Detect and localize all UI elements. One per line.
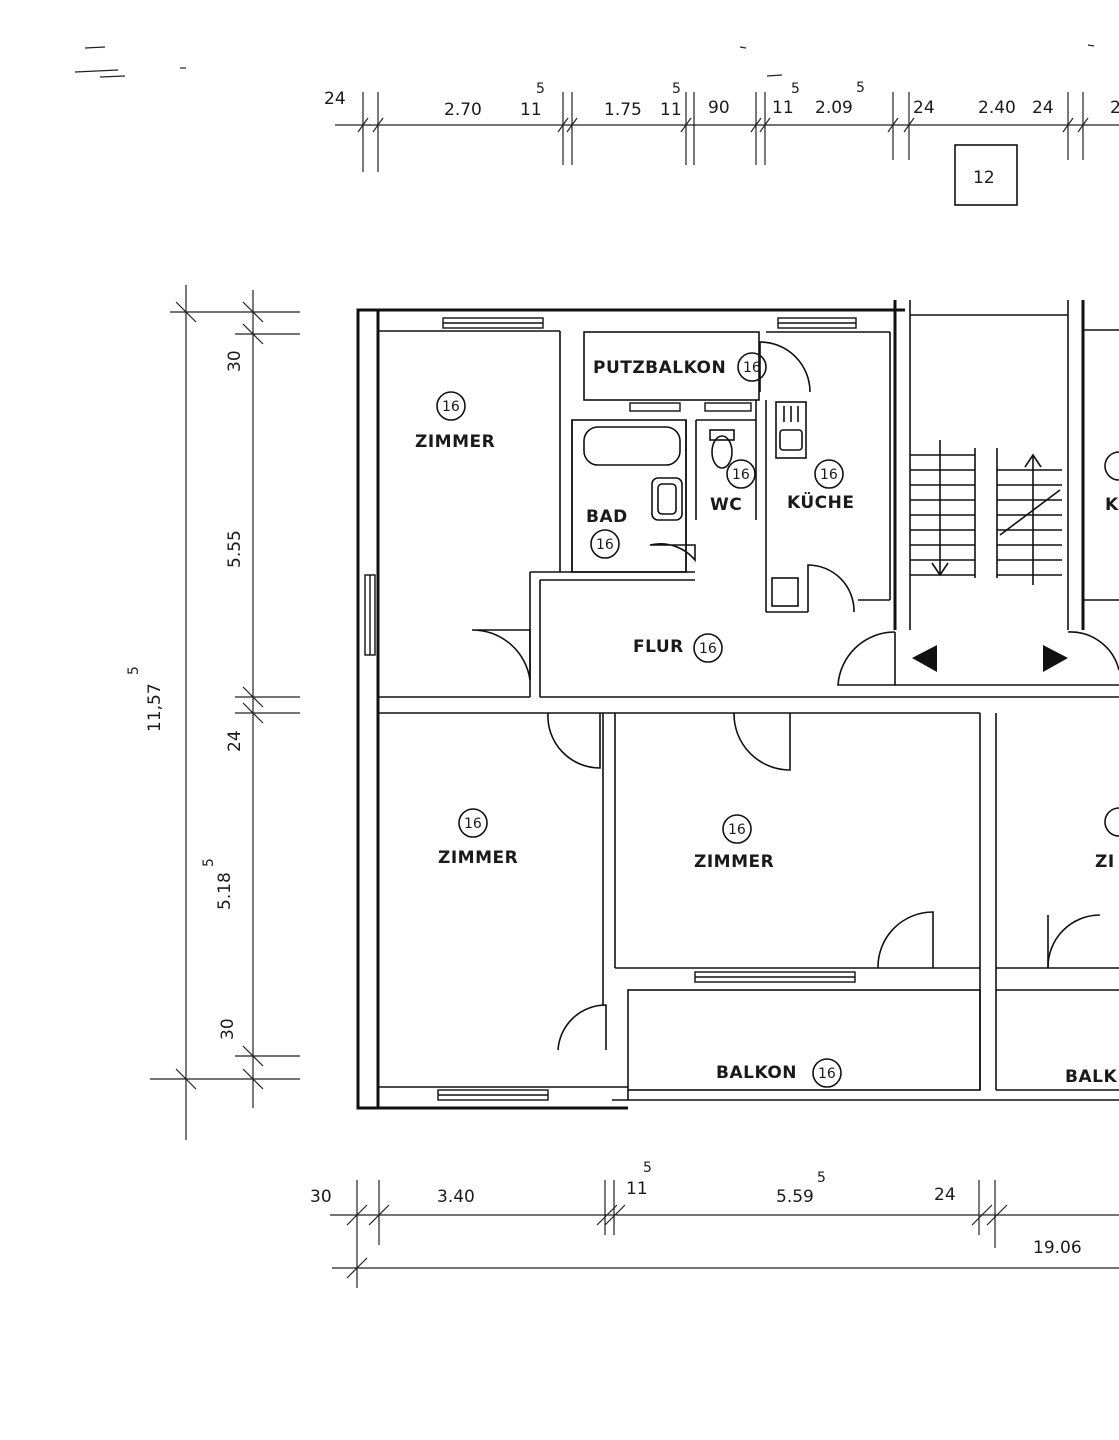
room-number: 16 bbox=[743, 360, 761, 376]
room-label: PUTZBALKON bbox=[593, 358, 726, 378]
dim-top-3: 11 bbox=[520, 100, 542, 120]
room-number: 16 bbox=[820, 467, 838, 483]
dim-top-2: 2.70 bbox=[444, 100, 482, 120]
room-zimmer-bottom-middle: 16 ZIMMER bbox=[694, 814, 774, 872]
dim-bottom-1: 30 bbox=[310, 1187, 332, 1207]
bottom-dimension-line bbox=[330, 1180, 1119, 1288]
dim-top-6: 90 bbox=[708, 98, 730, 118]
dim-top-12: 2 bbox=[1110, 98, 1119, 118]
doors bbox=[471, 341, 1119, 1051]
room-k-right-partial: K bbox=[1104, 451, 1119, 515]
dim-top-5-sup: 5 bbox=[672, 81, 681, 97]
room-label: K bbox=[1105, 495, 1119, 515]
room-flur: FLUR 16 bbox=[633, 633, 723, 663]
room-label: ZIMMER bbox=[438, 848, 518, 868]
room-label: BALKON bbox=[716, 1063, 797, 1083]
dim-bottom-5: 24 bbox=[934, 1185, 956, 1205]
room-balkon: BALKON 16 bbox=[716, 1058, 842, 1088]
dim-left-4-sup: 5 bbox=[201, 858, 217, 867]
room-zimmer-right-partial: ZI bbox=[1095, 807, 1119, 872]
windows bbox=[364, 317, 857, 1101]
dim-top-7-sup: 5 bbox=[791, 81, 800, 97]
room-label: BALK bbox=[1065, 1067, 1117, 1087]
scan-marks bbox=[74, 44, 1095, 78]
bathtub bbox=[583, 426, 681, 466]
arrow-right-icon bbox=[1043, 645, 1068, 672]
dim-top-5: 11 bbox=[660, 100, 682, 120]
room-number: 16 bbox=[442, 399, 460, 415]
dim-top-7: 11 bbox=[772, 98, 794, 118]
room-label: FLUR bbox=[633, 637, 684, 657]
room-number: 16 bbox=[732, 467, 750, 483]
room-number: 16 bbox=[699, 641, 717, 657]
washbasin bbox=[651, 477, 683, 521]
room-wc: 16 WC bbox=[710, 459, 756, 515]
plan-number: 12 bbox=[973, 168, 995, 188]
top-dimension-line bbox=[335, 92, 1119, 172]
dim-top-1: 24 bbox=[324, 89, 346, 109]
dim-top-3-sup: 5 bbox=[536, 81, 545, 97]
room-putzbalkon: PUTZBALKON 16 bbox=[593, 352, 767, 382]
room-zimmer-top-left: 16 ZIMMER bbox=[415, 391, 495, 452]
dim-left-total: 11,57 bbox=[145, 683, 165, 732]
toilet bbox=[709, 429, 735, 469]
dim-left-2: 5.55 bbox=[225, 530, 245, 568]
kitchen-stove bbox=[775, 401, 807, 459]
dim-bottom-3-sup: 5 bbox=[643, 1160, 652, 1176]
dim-top-9: 24 bbox=[913, 98, 935, 118]
dim-top-11: 24 bbox=[1032, 98, 1054, 118]
room-label: ZIMMER bbox=[694, 852, 774, 872]
room-label: WC bbox=[710, 495, 742, 515]
dim-top-8-sup: 5 bbox=[856, 80, 865, 96]
room-number: 16 bbox=[818, 1066, 836, 1082]
dim-left-3: 24 bbox=[225, 730, 245, 752]
left-dimension-line bbox=[150, 285, 300, 1140]
dim-bottom-4-sup: 5 bbox=[817, 1170, 826, 1186]
room-number: 16 bbox=[596, 537, 614, 553]
dim-top-4: 1.75 bbox=[604, 100, 642, 120]
dim-top-8: 2.09 bbox=[815, 98, 853, 118]
dim-top-10: 2.40 bbox=[978, 98, 1016, 118]
room-label: BAD bbox=[586, 507, 628, 527]
dim-bottom-total: 19.06 bbox=[1033, 1238, 1082, 1258]
dim-bottom-3: 11 bbox=[626, 1179, 648, 1199]
dim-bottom-4: 5.59 bbox=[776, 1187, 814, 1207]
room-bad: BAD 16 bbox=[586, 507, 628, 559]
room-balkon-right-partial: BALK bbox=[1065, 1067, 1117, 1087]
arrow-left-icon bbox=[912, 645, 937, 672]
room-kueche: 16 KÜCHE bbox=[787, 459, 855, 513]
room-label: ZIMMER bbox=[415, 432, 495, 452]
dim-bottom-2: 3.40 bbox=[437, 1187, 475, 1207]
room-number: 16 bbox=[728, 822, 746, 838]
dim-left-total-sup: 5 bbox=[126, 666, 142, 675]
walls bbox=[356, 300, 1119, 1110]
room-label: KÜCHE bbox=[787, 491, 855, 513]
dim-left-1: 30 bbox=[225, 350, 245, 372]
room-zimmer-bottom-left: 16 ZIMMER bbox=[438, 808, 518, 868]
room-label: ZI bbox=[1095, 852, 1115, 872]
dim-left-5: 30 bbox=[218, 1018, 238, 1040]
kitchen-counter bbox=[771, 577, 799, 607]
room-number: 16 bbox=[464, 816, 482, 832]
plan-number-box bbox=[954, 144, 1018, 206]
stairs bbox=[910, 440, 1062, 585]
dim-left-4: 5.18 bbox=[215, 872, 235, 910]
